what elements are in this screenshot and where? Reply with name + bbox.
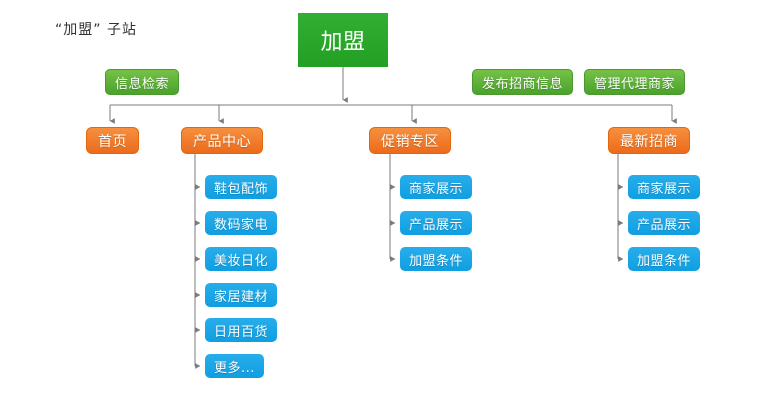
node-branch-home[interactable]: 首页	[86, 127, 139, 154]
node-branch-latest-investment[interactable]: 最新招商	[608, 127, 690, 154]
page-title: “加盟” 子站	[55, 22, 137, 38]
leaf-latest-investment-2[interactable]: 产品展示	[628, 211, 701, 235]
leaf-product-center-2[interactable]: 数码家电	[205, 211, 278, 235]
leaf-product-center-6[interactable]: 更多...	[205, 354, 264, 378]
label-publish-investment-info[interactable]: 发布招商信息	[472, 69, 574, 95]
node-branch-promotion-zone[interactable]: 促销专区	[369, 127, 451, 154]
leaf-promotion-zone-1[interactable]: 商家展示	[400, 175, 473, 199]
leaf-product-center-1[interactable]: 鞋包配饰	[205, 175, 278, 199]
leaf-latest-investment-3[interactable]: 加盟条件	[628, 247, 701, 271]
leaf-product-center-4[interactable]: 家居建材	[205, 283, 278, 307]
leaf-latest-investment-1[interactable]: 商家展示	[628, 175, 701, 199]
leaf-promotion-zone-2[interactable]: 产品展示	[400, 211, 473, 235]
node-root[interactable]: 加盟	[298, 13, 388, 67]
label-info-search[interactable]: 信息检索	[105, 69, 180, 95]
node-branch-product-center[interactable]: 产品中心	[181, 127, 263, 154]
label-manage-agent-merchants[interactable]: 管理代理商家	[584, 69, 686, 95]
leaf-product-center-5[interactable]: 日用百货	[205, 318, 278, 342]
leaf-promotion-zone-3[interactable]: 加盟条件	[400, 247, 473, 271]
leaf-product-center-3[interactable]: 美妆日化	[205, 247, 278, 271]
